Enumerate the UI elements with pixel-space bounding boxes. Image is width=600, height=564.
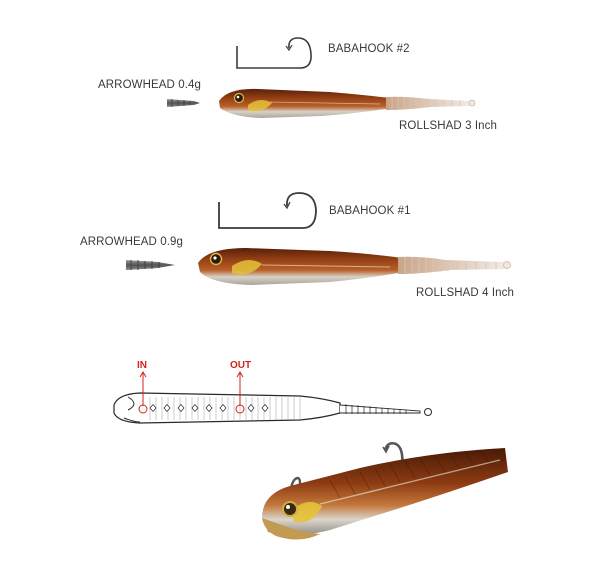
- rollshad-4-inch-label: ROLLSHAD 4 Inch: [416, 287, 515, 299]
- arrowhead-04g-icon: [167, 99, 200, 107]
- rollshad-3-inch-lure-icon: [219, 88, 476, 118]
- rollshad-4-inch-lure-icon: [198, 248, 511, 285]
- rigged-lure-photo-icon: [262, 441, 508, 540]
- babahook-2-label: BABAHOOK #2: [328, 43, 410, 55]
- in-label: IN: [137, 360, 147, 371]
- arrowhead-09g-label: ARROWHEAD 0.9g: [80, 236, 184, 248]
- out-marker-icon: [235, 371, 245, 414]
- babahook-2-icon: [236, 37, 312, 69]
- arrowhead-04g-label: ARROWHEAD 0.4g: [98, 79, 202, 91]
- out-label: OUT: [230, 360, 252, 371]
- babahook-1-label: BABAHOOK #1: [329, 205, 411, 217]
- babahook-1-icon: [218, 192, 317, 229]
- rigging-diagram: [113, 371, 432, 424]
- arrowhead-09g-icon: [126, 260, 175, 270]
- in-marker-icon: [138, 371, 148, 414]
- rollshad-3-inch-label: ROLLSHAD 3 Inch: [399, 120, 498, 132]
